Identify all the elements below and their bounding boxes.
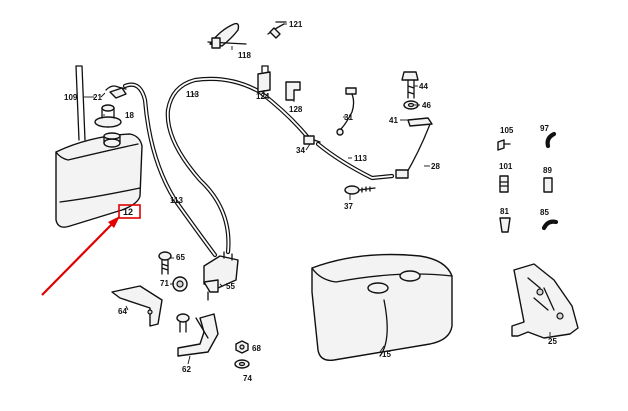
leader-lines [84, 23, 551, 365]
callout-109[interactable]: 109 [64, 93, 78, 102]
callout-105[interactable]: 105 [500, 126, 514, 135]
callout-118[interactable]: 118 [238, 51, 251, 60]
part-62-bracket[interactable] [177, 313, 219, 357]
part-85-elbow[interactable] [541, 219, 559, 231]
part-81-fitting[interactable] [499, 217, 511, 233]
callout-65[interactable]: 65 [176, 253, 185, 262]
callout-71[interactable]: 71 [160, 279, 169, 288]
callout-21[interactable]: 21 [93, 93, 102, 102]
callout-labels: 121 118 109 21 18 113 124 128 44 46 41 3… [64, 20, 557, 383]
callout-18[interactable]: 18 [125, 111, 134, 120]
part-12-reservoir[interactable] [55, 132, 143, 228]
callout-68[interactable]: 68 [252, 344, 261, 353]
part-71-grommet[interactable] [172, 276, 188, 292]
part-25-bracket[interactable] [511, 263, 579, 339]
callout-12[interactable]: 12 [123, 207, 133, 217]
callout-121[interactable]: 121 [289, 20, 303, 29]
callout-41[interactable]: 41 [389, 116, 398, 125]
part-31-sensor[interactable] [336, 87, 357, 136]
highlight-arrow [41, 216, 120, 296]
callout-89[interactable]: 89 [543, 166, 552, 175]
part-15-tank[interactable] [311, 253, 453, 361]
callout-37[interactable]: 37 [344, 202, 353, 211]
callout-85[interactable]: 85 [540, 208, 549, 217]
part-109-rod[interactable] [75, 65, 86, 141]
callout-64[interactable]: 64 [118, 307, 127, 316]
part-65-bolt[interactable] [158, 251, 172, 275]
part-121-clip[interactable] [267, 21, 287, 39]
part-74-washer[interactable] [234, 359, 250, 369]
part-113-hose-left[interactable] [122, 82, 218, 258]
part-28-link[interactable] [395, 123, 431, 179]
part-89-fitting[interactable] [543, 177, 553, 193]
callout-31[interactable]: 31 [344, 113, 353, 122]
part-37-screw[interactable] [344, 185, 376, 195]
callout-74[interactable]: 74 [243, 374, 252, 383]
part-44-bolt[interactable] [401, 71, 419, 99]
part-124-bracket[interactable] [257, 65, 271, 93]
part-55-pump[interactable] [203, 251, 239, 301]
part-113-hose-right[interactable] [315, 141, 395, 181]
part-21-fitting[interactable] [105, 85, 127, 99]
callout-28[interactable]: 28 [431, 162, 440, 171]
part-128-bracket[interactable] [285, 81, 301, 101]
part-118-cable-tie[interactable] [207, 22, 247, 49]
callout-124[interactable]: 124 [256, 92, 270, 101]
part-105-fitting[interactable] [497, 139, 511, 151]
part-34-connector[interactable] [303, 135, 321, 145]
highlight-box-12 [118, 204, 141, 219]
part-18-cap[interactable] [94, 104, 122, 128]
callout-113-right[interactable]: 113 [354, 154, 367, 163]
callout-44[interactable]: 44 [419, 82, 428, 91]
callout-113-top[interactable]: 113 [186, 90, 199, 99]
part-101-fitting[interactable] [499, 175, 509, 193]
callout-34[interactable]: 34 [296, 146, 305, 155]
part-screw-62[interactable] [176, 313, 190, 333]
callout-81[interactable]: 81 [500, 207, 509, 216]
part-64-bracket[interactable] [111, 285, 163, 327]
callout-101[interactable]: 101 [499, 162, 513, 171]
part-68-nut[interactable] [235, 340, 249, 354]
callout-46[interactable]: 46 [422, 101, 431, 110]
callout-15[interactable]: 15 [382, 350, 391, 359]
callout-128[interactable]: 128 [289, 105, 303, 114]
callout-62[interactable]: 62 [182, 365, 191, 374]
callout-97[interactable]: 97 [540, 124, 549, 133]
callout-113-left[interactable]: 113 [170, 196, 183, 205]
part-113-hose-middle[interactable] [165, 76, 313, 255]
part-41-bracket[interactable] [407, 117, 433, 127]
part-97-elbow[interactable] [545, 131, 557, 149]
callout-25[interactable]: 25 [548, 337, 557, 346]
callout-55[interactable]: 55 [226, 282, 235, 291]
